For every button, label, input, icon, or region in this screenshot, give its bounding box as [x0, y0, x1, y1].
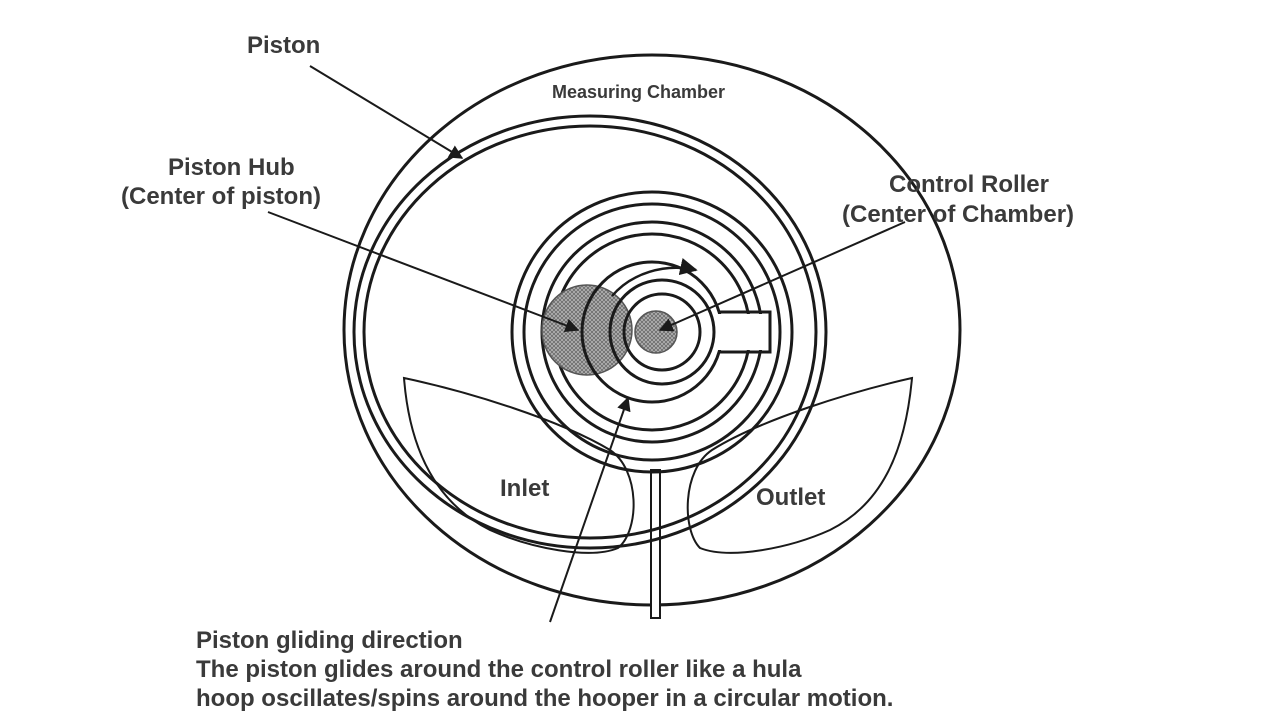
inner-ring-5 — [608, 278, 716, 386]
piston-leader-line — [309, 65, 464, 159]
caption-line-3: hoop oscillates/spins around the hooper … — [196, 685, 893, 712]
outlet-port — [686, 376, 914, 554]
piston-ring-inner — [362, 124, 818, 540]
divider-slot — [718, 310, 772, 354]
caption-line-2: The piston glides around the control rol… — [196, 656, 802, 683]
piston-hub — [541, 284, 633, 376]
inner-chamber-ring-1 — [510, 190, 794, 474]
piston-label: Piston — [247, 32, 320, 59]
divider-slot-fill — [716, 314, 768, 350]
control-roller-label-line2: (Center of Chamber) — [842, 201, 1074, 228]
inlet-label: Inlet — [500, 475, 549, 502]
inner-ring-6 — [622, 292, 702, 372]
piston-hub-leader-line — [267, 211, 580, 333]
control-roller-label-line1: Control Roller — [889, 171, 1049, 198]
control-roller-leader-line — [658, 221, 906, 332]
gliding-direction-arc — [611, 258, 698, 297]
piston-hub-label-line2: (Center of piston) — [121, 183, 321, 210]
inner-chamber-ring-2 — [522, 202, 782, 462]
piston-hub-label-line1: Piston Hub — [168, 154, 295, 181]
caption-line-1: Piston gliding direction — [196, 627, 463, 654]
divider-plate — [650, 469, 661, 619]
measuring-chamber-label: Measuring Chamber — [552, 82, 725, 102]
piston-ring-outer — [352, 114, 828, 550]
control-roller — [634, 310, 678, 354]
outlet-label: Outlet — [756, 484, 825, 511]
gliding-direction-leader-line — [549, 396, 631, 623]
